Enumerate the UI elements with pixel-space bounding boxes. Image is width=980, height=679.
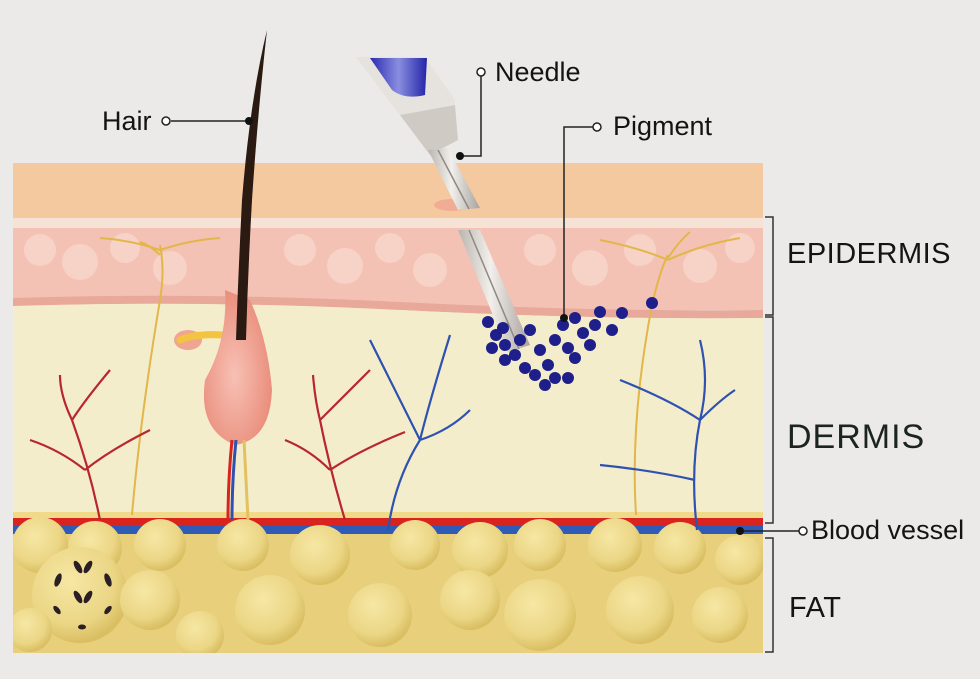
skin-cross-section	[13, 163, 763, 653]
fat-cells	[13, 517, 763, 653]
dermis-layer	[13, 303, 763, 520]
venous-capillaries	[369, 334, 736, 531]
hair-shaft	[236, 30, 267, 340]
callout-hair: Hair	[102, 106, 152, 136]
arterial-capillaries	[29, 369, 406, 521]
layer-label-fat: FAT	[789, 592, 842, 624]
callout-markers	[161, 67, 808, 536]
callout-pigment: Pigment	[613, 111, 713, 141]
pigment-particles	[482, 297, 658, 391]
decorative-flower-icon	[53, 560, 112, 630]
hair-follicle	[174, 290, 272, 521]
callout-needle: Needle	[495, 57, 581, 87]
layer-label-dermis: DERMIS	[787, 418, 926, 456]
tattoo-needle	[356, 57, 480, 210]
callout-blood-vessel: Blood vessel	[811, 515, 965, 545]
callout-lines	[171, 72, 800, 532]
stratum-corneum	[13, 163, 763, 218]
layer-label-epidermis: EPIDERMIS	[787, 238, 952, 270]
layer-brackets	[765, 216, 774, 653]
